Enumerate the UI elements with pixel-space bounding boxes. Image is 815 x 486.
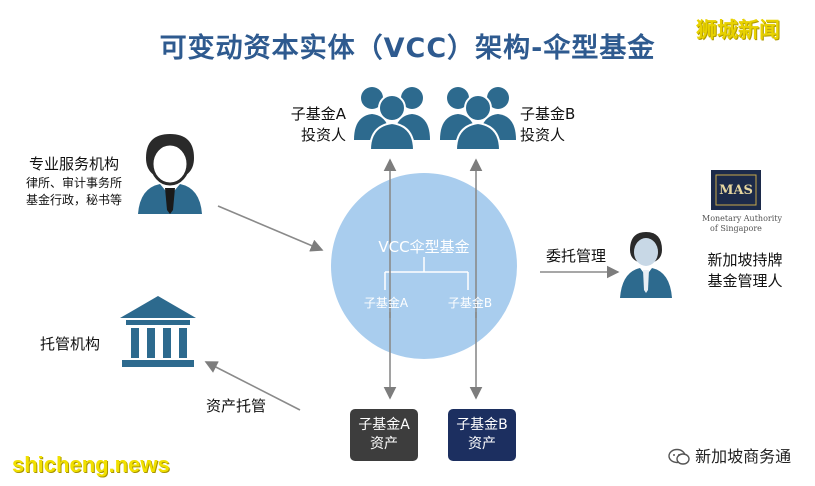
investor-group-a-icon: [354, 87, 430, 151]
custody-arrow-label: 资产托管: [206, 397, 267, 415]
mas-name-line1: Monetary Authority: [702, 214, 782, 223]
mas-name-line2: of Singapore: [710, 224, 762, 233]
arrow-from-service-provider: [217, 205, 324, 252]
asset-b-line1: 子基金B: [456, 417, 508, 433]
asset-a-line2: 资产: [370, 436, 398, 452]
sub-fund-b-assets-box: 子基金B 资产: [448, 409, 516, 461]
businessman-icon: [138, 134, 202, 214]
wechat-account-name: 新加坡商务通: [695, 447, 792, 466]
sub-fund-a-assets-box: 子基金A 资产: [350, 409, 418, 461]
service-provider-label: 专业服务机构 律所、审计事务所 基金行政，秘书等: [14, 154, 134, 209]
fund-structure-lines: [384, 257, 469, 290]
investor-group-b-icon: [440, 87, 516, 151]
mas-name: Monetary Authority of Singapore: [702, 214, 782, 234]
fund-manager-line1: 新加坡持牌: [707, 251, 783, 269]
fund-manager-line2: 基金管理人: [707, 272, 783, 290]
investor-a-line1: 子基金A: [290, 105, 346, 123]
service-provider-line2: 基金行政，秘书等: [25, 193, 122, 207]
wechat-icon: [668, 448, 690, 466]
mas-logo-text: MAS: [719, 183, 753, 198]
mas-logo-icon: [711, 170, 761, 210]
service-provider-title: 专业服务机构: [28, 155, 119, 173]
sub-fund-b-label: 子基金B: [447, 296, 493, 310]
fund-manager-label: 新加坡持牌 基金管理人: [700, 250, 790, 292]
custodian-label: 托管机构: [40, 335, 101, 353]
wechat-account: 新加坡商务通: [668, 443, 791, 467]
brand-watermark-top: 狮城新闻: [696, 18, 780, 42]
vcc-umbrella-fund-label: VCC伞型基金: [378, 238, 470, 256]
investor-b-label: 子基金B 投资人: [520, 104, 590, 146]
sub-fund-a-label: 子基金A: [363, 296, 409, 310]
asset-b-line2: 资产: [468, 436, 496, 452]
investor-a-line2: 投资人: [300, 126, 346, 144]
fund-manager-icon: [620, 232, 672, 298]
service-provider-line1: 律所、审计事务所: [25, 176, 122, 190]
investor-b-line2: 投资人: [520, 126, 566, 144]
investor-a-label: 子基金A 投资人: [284, 104, 346, 146]
brand-watermark-bottom: shicheng.news: [12, 452, 170, 477]
page-title: 可变动资本实体（VCC）架构-伞型基金: [159, 33, 656, 64]
arrow-to-custodian: [204, 361, 301, 411]
bank-building-icon: [120, 296, 196, 367]
asset-a-line1: 子基金A: [358, 417, 410, 433]
management-arrow-label: 委托管理: [546, 247, 607, 265]
investor-b-line1: 子基金B: [520, 105, 576, 123]
